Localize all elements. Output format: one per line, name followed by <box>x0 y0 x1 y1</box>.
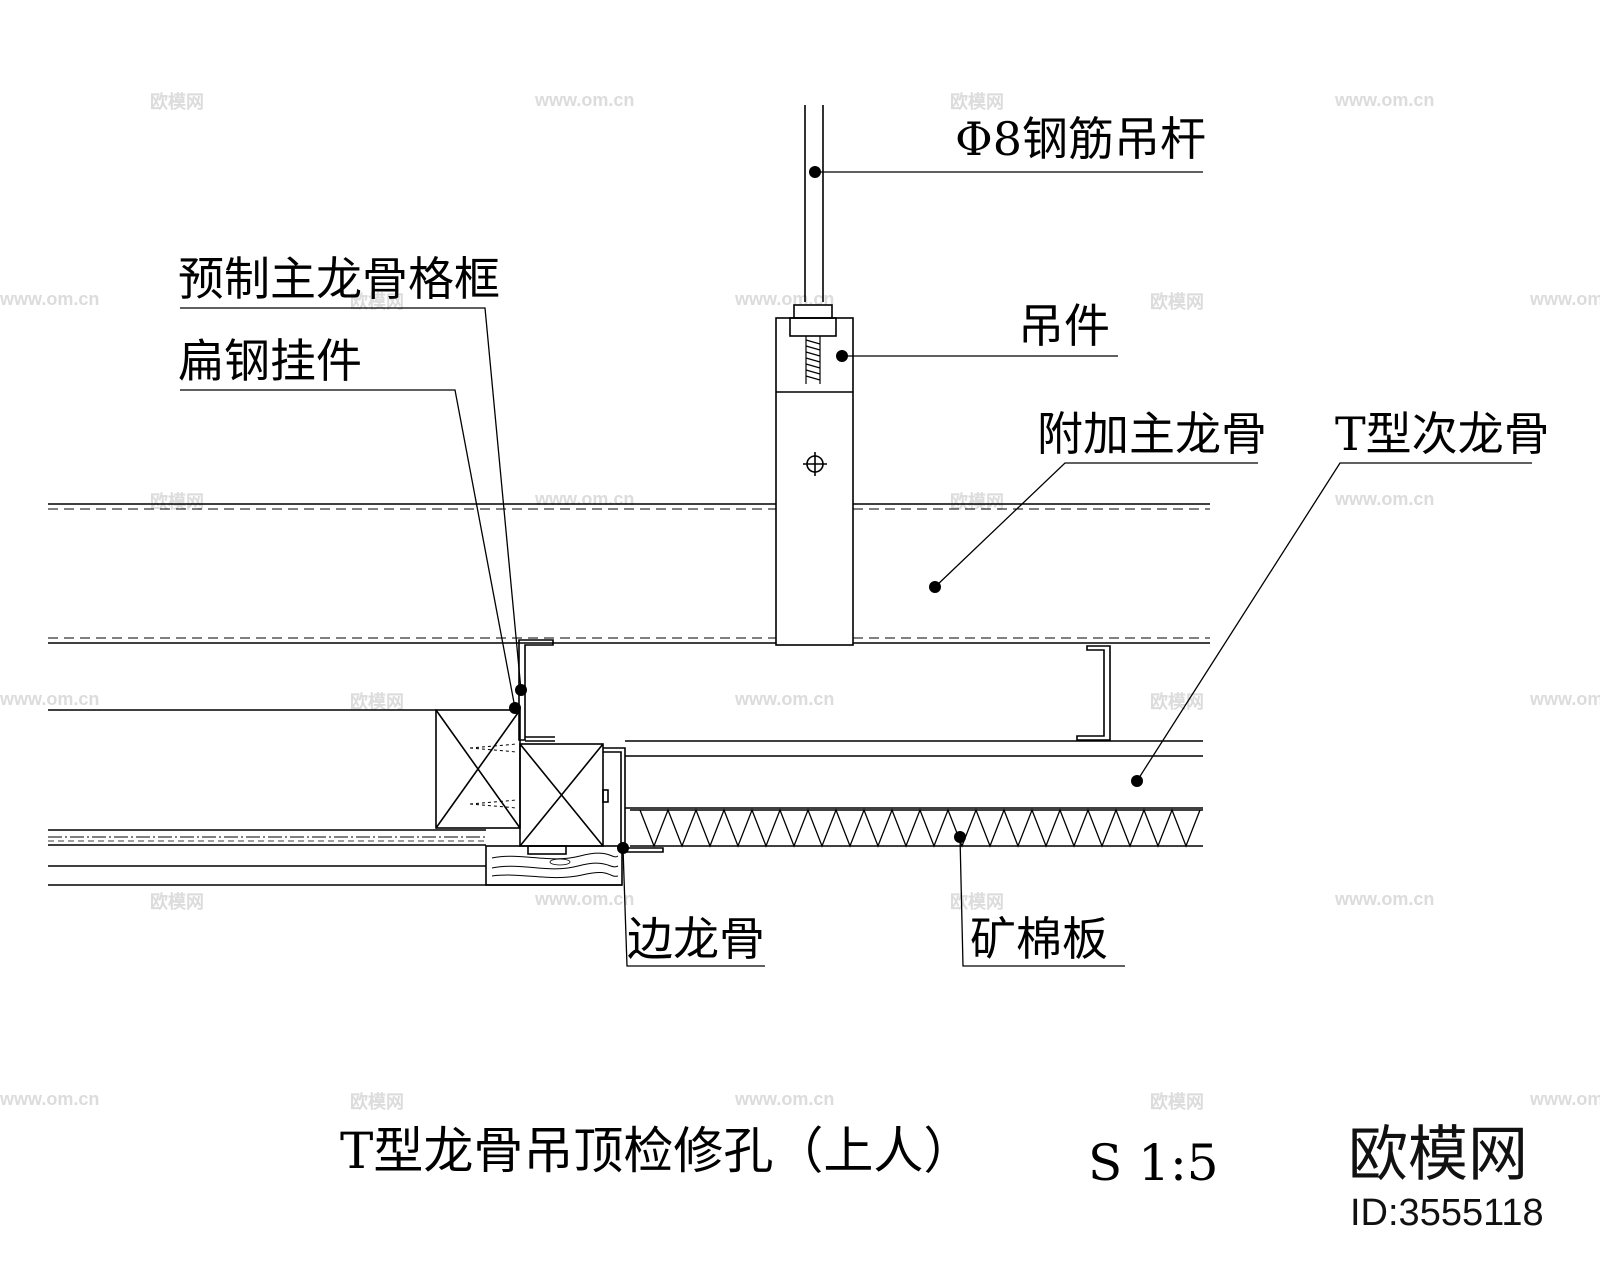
flat-steel-bracket <box>518 639 555 742</box>
wood-strip <box>485 845 623 886</box>
background-watermarks: 欧模网 www.om.cn 欧模网 www.om.cn www.om.cn 欧模… <box>0 90 1600 1112</box>
label-hanger: 吊件 <box>1018 299 1110 353</box>
watermark-url: www.om.cn <box>1529 289 1600 309</box>
leader-prefab-frame <box>180 307 522 691</box>
watermark-url: www.om.cn <box>534 889 634 909</box>
leader-dot <box>1131 775 1143 787</box>
leader-dot <box>617 842 629 854</box>
leader-dot <box>509 702 521 714</box>
mineral-wool-board <box>630 808 1203 848</box>
additional-main-keel <box>48 503 1210 644</box>
leader-edge-keel <box>622 847 765 967</box>
watermark-brand: 欧模网 <box>150 891 204 912</box>
label-steel-rod: Φ8钢筋吊杆 <box>955 112 1206 166</box>
watermark-url: www.om.cn <box>734 289 834 309</box>
watermark-url: www.om.cn <box>1334 889 1434 909</box>
bolt-hole-icon <box>803 452 827 476</box>
watermark-url: www.om.cn <box>0 689 99 709</box>
leader-dot <box>515 684 527 696</box>
watermark-brand: 欧模网 <box>950 891 1004 912</box>
watermark-brand: 欧模网 <box>350 291 404 312</box>
watermark-url: www.om.cn <box>1529 689 1600 709</box>
watermark-url: www.om.cn <box>1529 1089 1600 1109</box>
leader-dot <box>954 831 966 843</box>
leader-dots <box>509 166 1143 854</box>
label-mineral-board: 矿棉板 <box>970 912 1108 966</box>
label-flat-steel: 扁钢挂件 <box>178 334 362 388</box>
wood-block-left <box>435 709 521 829</box>
watermark-url: www.om.cn <box>1334 489 1434 509</box>
watermark-brand: 欧模网 <box>1150 291 1204 312</box>
c-channel-keel <box>1076 645 1111 741</box>
leader-mineral-board <box>959 836 1125 967</box>
leader-dot <box>809 166 821 178</box>
leader-dot <box>929 581 941 593</box>
watermark-brand: 欧模网 <box>350 1091 404 1112</box>
hanger-block <box>775 304 854 646</box>
watermark-brand: 欧模网 <box>150 491 204 512</box>
watermark-brand: 欧模网 <box>150 91 204 112</box>
label-additional-main-keel: 附加主龙骨 <box>1037 407 1267 461</box>
watermark-brand: 欧模网 <box>1150 1091 1204 1112</box>
watermark-brand: 欧模网 <box>1150 691 1204 712</box>
label-edge-keel: 边龙骨 <box>627 912 765 966</box>
watermark-brand: 欧模网 <box>950 91 1004 112</box>
watermark-url: www.om.cn <box>534 90 634 110</box>
label-prefab-frame: 预制主龙骨格框 <box>178 252 500 306</box>
watermark-url: www.om.cn <box>534 489 634 509</box>
watermark-brand: 欧模网 <box>950 491 1004 512</box>
watermark-url: www.om.cn <box>0 1089 99 1109</box>
leader-dot <box>836 350 848 362</box>
watermark-url: www.om.cn <box>0 289 99 309</box>
steel-rod <box>804 105 824 302</box>
label-t-secondary-keel: T型次龙骨 <box>1335 407 1550 461</box>
edge-keel <box>602 747 664 853</box>
drawing-title: T型龙骨吊顶检修孔（上人） <box>340 1122 973 1180</box>
brand-logo: 欧模网 <box>1348 1120 1528 1190</box>
watermark-url: www.om.cn <box>734 689 834 709</box>
drawing-scale: S 1:5 <box>1088 1134 1219 1192</box>
leader-extra-main <box>934 462 1258 588</box>
brand-id: ID:3555118 <box>1350 1192 1544 1234</box>
watermark-url: www.om.cn <box>1334 90 1434 110</box>
watermark-url: www.om.cn <box>734 1089 834 1109</box>
leader-flat-steel <box>180 389 516 709</box>
t-secondary-keel <box>625 740 1203 809</box>
leader-t-secondary <box>1136 462 1532 782</box>
wood-block-right <box>519 743 604 855</box>
watermark-brand: 欧模网 <box>350 691 404 712</box>
leader-lines <box>180 171 1532 967</box>
